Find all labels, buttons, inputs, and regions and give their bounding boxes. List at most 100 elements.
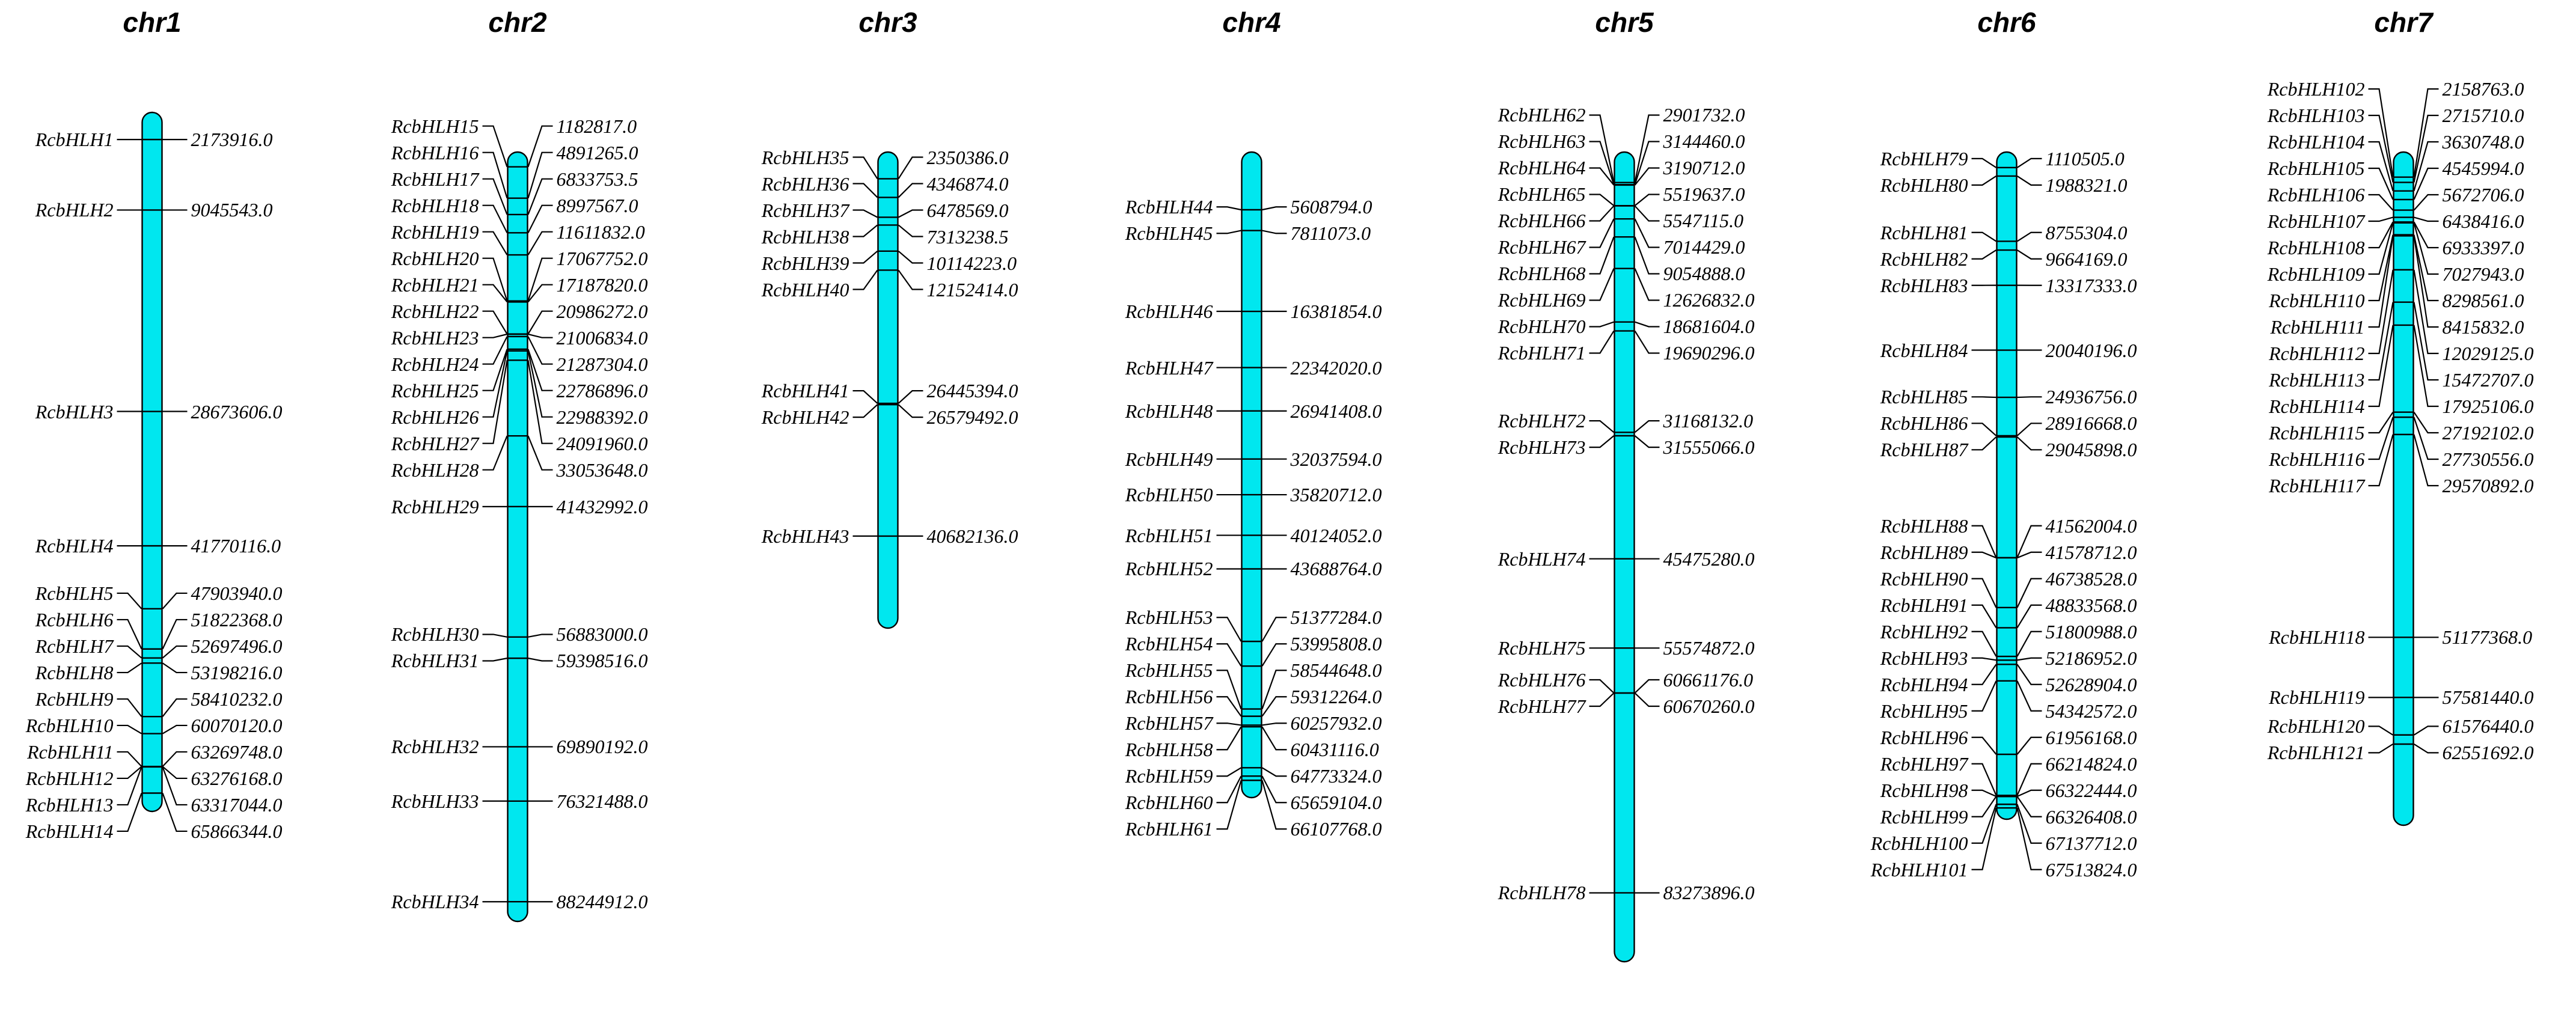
- leader-line-right: [527, 231, 553, 255]
- leader-line-left: [2368, 234, 2394, 302]
- leader-line-right: [2016, 231, 2042, 242]
- gene-name-label: RcbHLH119: [2269, 686, 2365, 709]
- gene-name-label: RcbHLH47: [1125, 356, 1213, 379]
- leader-line-left: [1589, 141, 1615, 185]
- leader-line-left: [852, 183, 878, 198]
- chromosome-bar: [1614, 151, 1635, 963]
- leader-line-left: [1589, 167, 1615, 186]
- leader-line-left: [1589, 114, 1615, 183]
- leader-line-right: [2017, 551, 2042, 559]
- leader-line-left: [117, 793, 142, 832]
- gene-position-label: 60661176.0: [1663, 669, 1754, 691]
- leader-line-left: [482, 204, 508, 233]
- gene-name-label: RcbHLH120: [2267, 715, 2365, 738]
- leader-line-right: [1634, 679, 1660, 694]
- leader-line-left: [1971, 578, 1997, 608]
- gene-name-label: RcbHLH68: [1498, 263, 1586, 285]
- leader-line-left: [2368, 302, 2394, 381]
- leader-line-left: [1971, 525, 1997, 558]
- gene-name-label: RcbHLH115: [2269, 422, 2365, 444]
- leader-line-left: [2368, 744, 2394, 754]
- leader-line-right: [1634, 114, 1660, 183]
- gene-position-label: 10114223.0: [926, 252, 1017, 274]
- leader-line-left: [117, 766, 142, 806]
- leader-line-left: [2368, 269, 2394, 355]
- gene-position-label: 61576440.0: [2442, 715, 2534, 738]
- gene-position-label: 41770116.0: [191, 535, 281, 557]
- gene-name-label: RcbHLH90: [1880, 567, 1968, 590]
- gene-position-label: 63276168.0: [191, 767, 283, 789]
- leader-line-right: [1262, 722, 1287, 726]
- leader-line-right: [1634, 435, 1660, 448]
- leader-line-right: [527, 178, 553, 215]
- chromosome-bar: [1996, 151, 2018, 820]
- gene-position-label: 17067752.0: [556, 247, 648, 269]
- leader-line-right: [2413, 269, 2439, 355]
- leader-line-right: [2413, 236, 2439, 328]
- gene-name-label: RcbHLH77: [1498, 695, 1586, 718]
- gene-name-label: RcbHLH11: [27, 741, 114, 763]
- gene-position-label: 51822368.0: [191, 608, 283, 631]
- gene-position-label: 21287304.0: [556, 353, 648, 375]
- gene-position-label: 8415832.0: [2442, 316, 2524, 338]
- leader-line-left: [482, 349, 508, 391]
- gene-position-label: 31168132.0: [1663, 410, 1754, 432]
- gene-position-label: 3190712.0: [1663, 157, 1745, 179]
- leader-line-right: [898, 183, 923, 198]
- gene-position-label: 1110505.0: [2045, 147, 2125, 169]
- gene-name-label: RcbHLH50: [1125, 484, 1213, 506]
- leader-line-right: [2413, 412, 2439, 434]
- leader-line-right: [162, 698, 188, 717]
- leader-line-left: [1971, 657, 1996, 661]
- gene-position-label: 4891265.0: [556, 141, 638, 163]
- leader-line-right: [1634, 141, 1660, 185]
- chromosome-title: chr7: [2374, 7, 2433, 38]
- leader-line-left: [1971, 789, 1996, 798]
- leader-line-left: [482, 125, 508, 167]
- gene-name-label: RcbHLH92: [1880, 620, 1968, 643]
- leader-line-left: [1971, 804, 1997, 844]
- gene-position-label: 40682136.0: [926, 525, 1018, 547]
- gene-position-label: 60431116.0: [1290, 739, 1379, 761]
- gene-position-label: 12029125.0: [2442, 343, 2534, 364]
- leader-line-right: [162, 766, 188, 806]
- gene-name-label: RcbHLH26: [391, 406, 479, 428]
- gene-name-label: RcbHLH6: [35, 608, 114, 631]
- gene-name-label: RcbHLH57: [1125, 712, 1213, 734]
- gene-position-label: 59398516.0: [556, 650, 648, 672]
- gene-position-label: 6933397.0: [2442, 237, 2524, 258]
- gene-name-label: RcbHLH43: [761, 525, 849, 547]
- gene-name-label: RcbHLH82: [1880, 248, 1968, 270]
- leader-line-left: [482, 310, 508, 335]
- gene-position-label: 12152414.0: [926, 278, 1018, 301]
- gene-position-label: 32037594.0: [1290, 448, 1382, 470]
- leader-line-left: [2368, 88, 2394, 177]
- leader-line-right: [2016, 604, 2042, 629]
- gene-name-label: RcbHLH75: [1498, 637, 1586, 659]
- leader-line-right: [2016, 249, 2042, 260]
- gene-name-label: RcbHLH91: [1880, 594, 1968, 616]
- leader-line-left: [482, 336, 508, 365]
- leader-line-right: [162, 766, 188, 780]
- leader-line-left: [2368, 141, 2394, 192]
- gene-name-label: RcbHLH86: [1880, 412, 1968, 435]
- gene-position-label: 65866344.0: [191, 820, 283, 842]
- gene-name-label: RcbHLH93: [1880, 647, 1968, 669]
- gene-position-label: 2715710.0: [2442, 105, 2524, 126]
- leader-line-left: [2368, 221, 2394, 249]
- leader-line-left: [482, 178, 508, 215]
- leader-line-left: [482, 360, 508, 444]
- gene-name-label: RcbHLH16: [391, 141, 479, 163]
- gene-name-label: RcbHLH8: [35, 661, 114, 683]
- gene-position-label: 52628904.0: [2045, 673, 2137, 695]
- gene-position-label: 31555066.0: [1663, 436, 1755, 459]
- gene-position-label: 27730556.0: [2442, 448, 2534, 470]
- gene-position-label: 60670260.0: [1663, 695, 1755, 718]
- gene-position-label: 18681604.0: [1663, 316, 1755, 338]
- chromosome-title: chr1: [123, 7, 182, 38]
- leader-line-left: [1216, 230, 1241, 234]
- leader-line-right: [2413, 88, 2439, 177]
- leader-line-right: [527, 284, 553, 303]
- gene-position-label: 21006834.0: [556, 326, 648, 349]
- gene-name-label: RcbHLH20: [391, 247, 479, 269]
